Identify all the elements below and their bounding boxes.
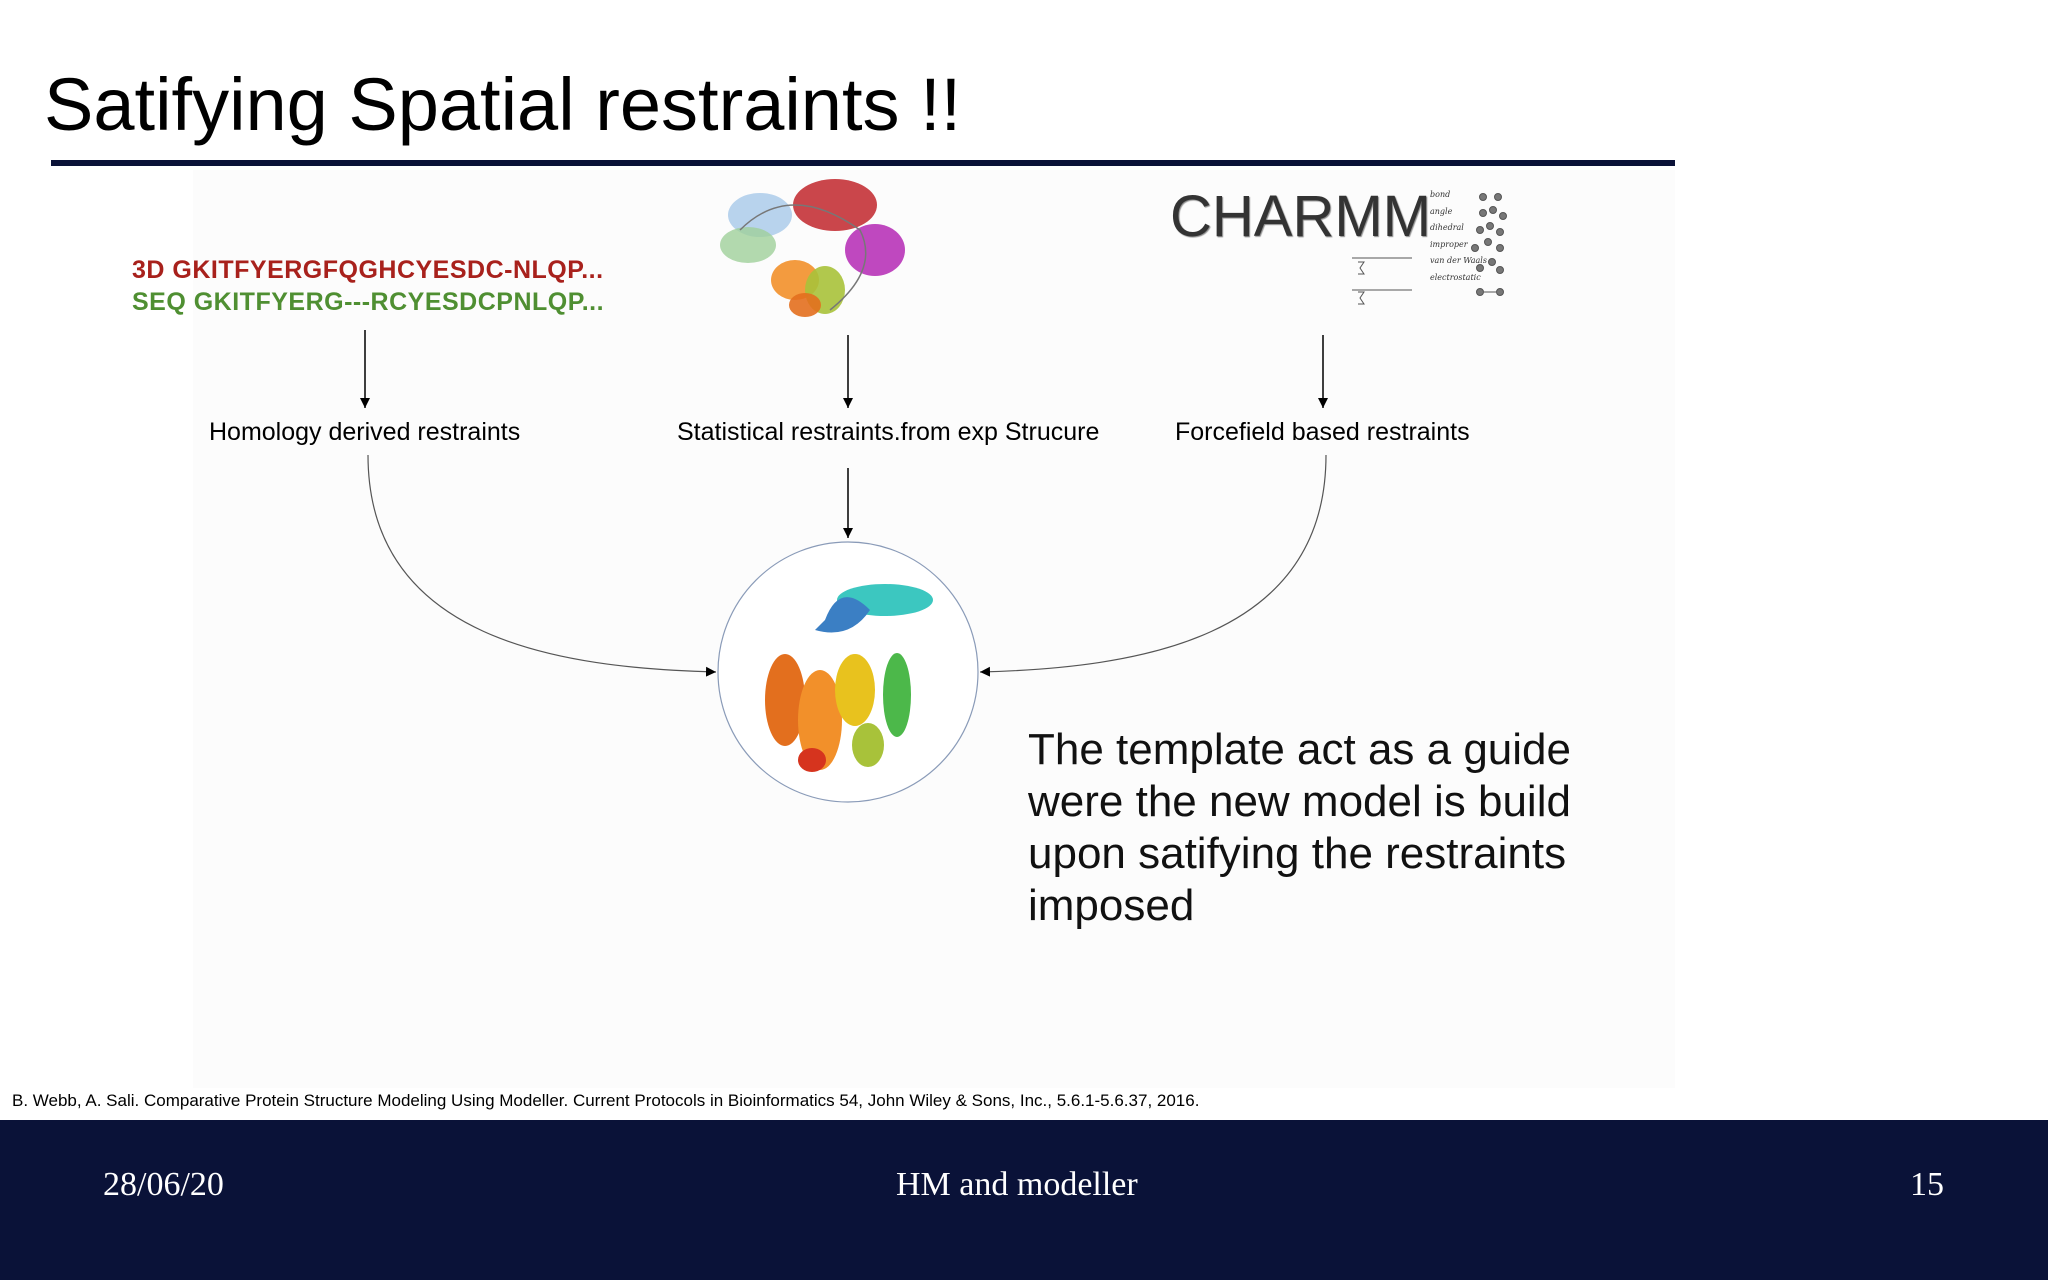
body-line: upon satifying the restraints — [1028, 829, 1567, 878]
forcefield-term: electrostatic — [1430, 272, 1481, 282]
footer-page-number: 15 — [1910, 1166, 1944, 1203]
footer-date: 28/06/20 — [103, 1166, 224, 1203]
slide-title: Satifying Spatial restraints !! — [44, 63, 962, 146]
template-structure-image — [720, 179, 905, 317]
body-line: The template act as a guide — [1028, 725, 1571, 774]
body-line: imposed — [1028, 881, 1195, 930]
label-forcefield-restraints: Forcefield based restraints — [1175, 418, 1470, 446]
forcefield-term: bond — [1430, 190, 1451, 199]
citation: B. Webb, A. Sali. Comparative Protein St… — [12, 1091, 1200, 1110]
body-line: were the new model is build — [1028, 777, 1571, 826]
forcefield-term: dihedral — [1430, 223, 1464, 232]
charmm-logo-text: CHARMM — [1170, 184, 1431, 249]
diagram-graphics — [360, 179, 1507, 803]
curve-forcefield-to-model — [979, 454, 1327, 677]
footer-title: HM and modeller — [896, 1166, 1138, 1203]
forcefield-term-list: bond angle dihedral improper van der Waa… — [1430, 190, 1510, 289]
forcefield-term: van der Waals — [1430, 256, 1487, 265]
forcefield-term: improper — [1430, 239, 1468, 249]
slide-body-text: The template act as a guide were the new… — [1028, 724, 1648, 932]
alignment-seq-line: SEQ GKITFYERG---RCYESDCPNLQP... — [132, 288, 605, 316]
forcefield-equation-graphic — [1352, 193, 1507, 305]
title-underline — [51, 160, 1675, 166]
forcefield-term: angle — [1430, 206, 1453, 216]
curve-homology-to-model — [367, 454, 717, 677]
slide-footer: 28/06/20 HM and modeller 15 — [0, 1120, 2048, 1280]
alignment-3d-line: 3D GKITFYERGFQGHCYESDC-NLQP... — [132, 256, 604, 284]
label-homology-restraints: Homology derived restraints — [209, 418, 521, 446]
label-statistical-restraints: Statistical restraints.from exp Strucure — [677, 418, 1100, 446]
model-structure-image — [765, 584, 933, 772]
